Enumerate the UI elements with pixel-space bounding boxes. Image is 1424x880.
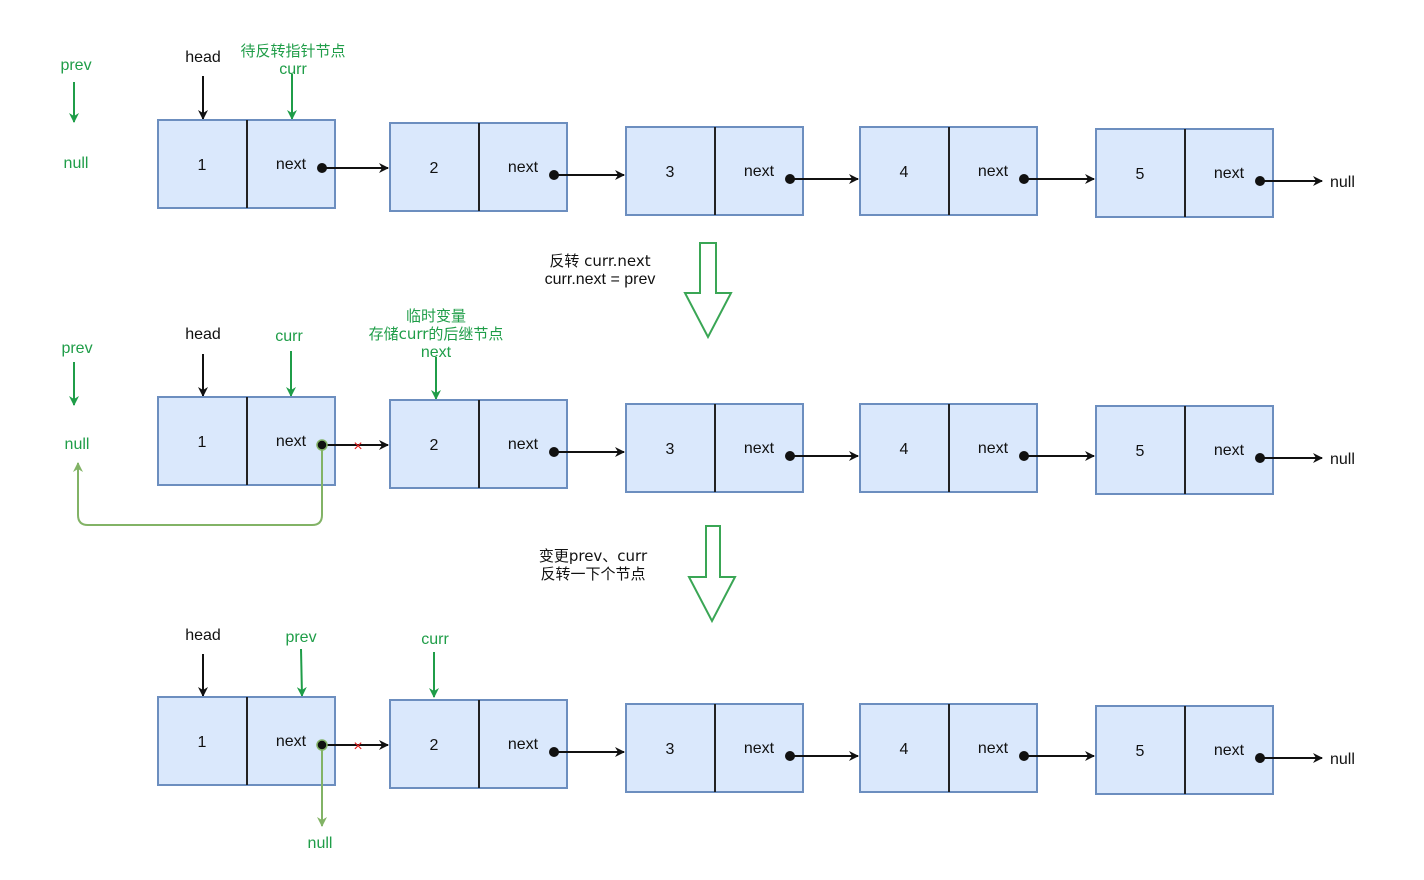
transition-line-2: curr.next = prev <box>545 271 656 288</box>
node-value: 2 <box>430 437 439 454</box>
node-value: 2 <box>430 737 439 754</box>
node-next-label: next <box>276 733 307 750</box>
transition-line-1: 反转 curr.next <box>549 252 650 270</box>
prev-arrow <box>296 648 307 697</box>
cut-mark-icon: × <box>353 738 362 755</box>
list-node: 2 next <box>389 122 625 212</box>
head-label: head <box>185 627 221 644</box>
list-node: 5 next null <box>1095 128 1355 218</box>
pointer-dot <box>316 739 328 751</box>
list-node: 1 next × <box>157 396 389 486</box>
list-node: 3 next <box>625 126 859 216</box>
node-next-label: next <box>744 740 775 757</box>
pointer-dot <box>1019 751 1029 761</box>
node-next-label: next <box>276 433 307 450</box>
transition-line-2: 反转一下个节点 <box>540 565 645 583</box>
list-row: 1 next × 2 next 3 next 4 next 5 next null <box>157 696 1355 795</box>
cut-mark-icon: × <box>353 438 362 455</box>
pointer-dot <box>785 751 795 761</box>
node-value: 3 <box>666 441 675 458</box>
node-next-label: next <box>978 440 1009 457</box>
pointer-dot <box>1255 176 1265 186</box>
node-value: 5 <box>1136 166 1145 183</box>
pointer-dot <box>316 439 328 451</box>
head-label: head <box>185 49 221 66</box>
node-value: 1 <box>198 434 207 451</box>
node-value: 4 <box>900 164 909 181</box>
tail-null-label: null <box>1330 174 1355 191</box>
prev-label: prev <box>60 57 91 74</box>
node-next-label: next <box>508 436 539 453</box>
tail-null-label: null <box>1330 751 1355 768</box>
node-next-label: next <box>1214 742 1245 759</box>
node-next-label: next <box>978 163 1009 180</box>
pointer-dot <box>1019 451 1029 461</box>
list-node: 2 next <box>389 399 625 489</box>
transition-line-1: 变更prev、curr <box>539 547 648 565</box>
pointer-dot <box>317 163 327 173</box>
node-next-label: next <box>508 159 539 176</box>
node-value: 1 <box>198 734 207 751</box>
node-next-label: next <box>744 163 775 180</box>
curr-label: curr <box>279 61 307 78</box>
stage-advanced: head prev curr 1 next × 2 next 3 next 4 next 5 nex… <box>157 627 1355 852</box>
list-node: 1 next × <box>157 696 389 786</box>
node-value: 2 <box>430 160 439 177</box>
list-node: 5 next null <box>1095 405 1355 495</box>
tail-null-label: null <box>1330 451 1355 468</box>
head-label: head <box>185 326 221 343</box>
node-next-label: next <box>744 440 775 457</box>
node-next-label: next <box>508 736 539 753</box>
list-row: 1 next 2 next 3 next 4 next 5 next null <box>157 119 1355 218</box>
pointer-dot <box>785 174 795 184</box>
next-var-note-1: 临时变量 <box>406 307 466 325</box>
stage-initial: prev null head 待反转指针节点 curr 1 next 2 next 3 n… <box>60 42 1355 218</box>
pointer-dot <box>549 447 559 457</box>
node-next-label: next <box>276 156 307 173</box>
node-next-label: next <box>1214 165 1245 182</box>
prev-null-label: null <box>65 436 90 453</box>
prev-null-label: null <box>64 155 89 172</box>
list-node: 1 next <box>157 119 389 209</box>
node-value: 3 <box>666 164 675 181</box>
curr-label: curr <box>275 328 303 345</box>
node-value: 4 <box>900 741 909 758</box>
curr-note: 待反转指针节点 <box>240 42 345 60</box>
down-arrow-icon <box>687 525 737 624</box>
next-var-label: next <box>421 344 452 361</box>
list-node: 3 next <box>625 703 859 793</box>
list-node: 4 next <box>859 403 1095 493</box>
list-node: 3 next <box>625 403 859 493</box>
node1-null-label: null <box>308 835 333 852</box>
prev-label: prev <box>61 340 92 357</box>
node-value: 3 <box>666 741 675 758</box>
curr-label: curr <box>421 631 449 648</box>
pointer-dot <box>1255 753 1265 763</box>
prev-label: prev <box>285 629 316 646</box>
list-row: 1 next × 2 next 3 next 4 next 5 next null <box>157 396 1355 495</box>
stage-reversed-first: prev null head curr 临时变量 存储curr的后继节点 nex… <box>61 307 1355 526</box>
pointer-dot <box>549 170 559 180</box>
node-next-label: next <box>1214 442 1245 459</box>
pointer-dot <box>549 747 559 757</box>
transition-1: 反转 curr.next curr.next = prev <box>545 242 733 340</box>
pointer-dot <box>785 451 795 461</box>
pointer-dot <box>1019 174 1029 184</box>
node-value: 5 <box>1136 743 1145 760</box>
pointer-dot <box>1255 453 1265 463</box>
node-value: 4 <box>900 441 909 458</box>
list-node: 2 next <box>389 699 625 789</box>
reversed-link-to-prev <box>73 450 323 526</box>
next-var-note-2: 存储curr的后继节点 <box>369 325 504 343</box>
transition-2: 变更prev、curr 反转一下个节点 <box>539 525 737 624</box>
list-node: 5 next null <box>1095 705 1355 795</box>
node-value: 1 <box>198 157 207 174</box>
node-value: 5 <box>1136 443 1145 460</box>
list-node: 4 next <box>859 126 1095 216</box>
down-arrow-icon <box>683 242 733 340</box>
node-next-label: next <box>978 740 1009 757</box>
list-node: 4 next <box>859 703 1095 793</box>
